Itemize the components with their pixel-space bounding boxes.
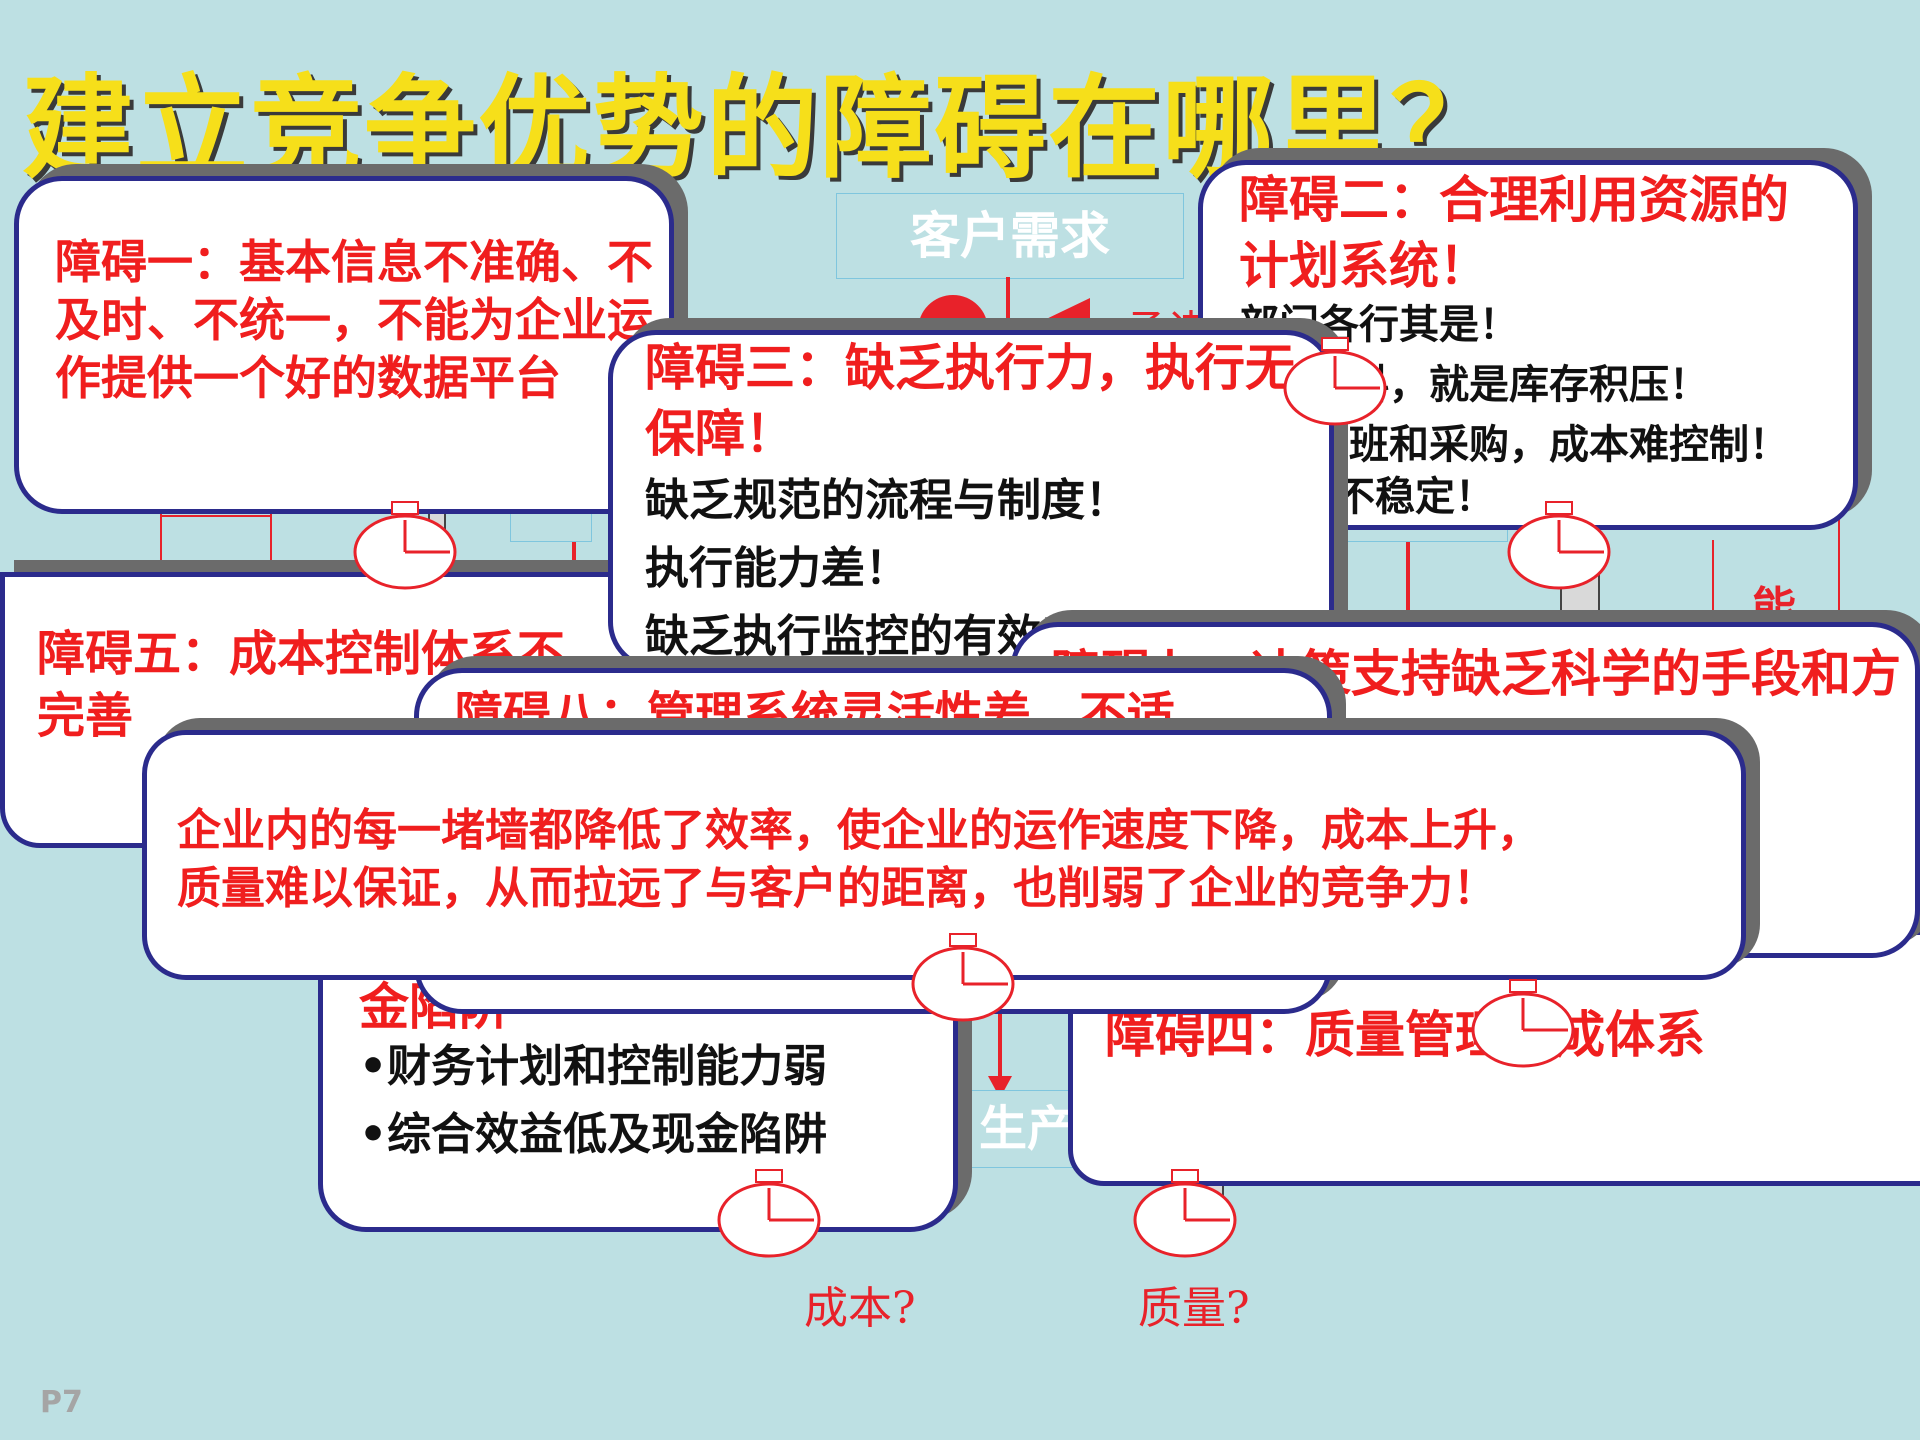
flow-line bbox=[160, 510, 162, 570]
obstacle-2-line-4: 不稳定！ bbox=[1335, 474, 1495, 520]
customer-demand-label: 客户需求 bbox=[910, 207, 1110, 265]
page-number: P7 bbox=[40, 1385, 83, 1420]
production-label: 生产 bbox=[978, 1101, 1075, 1157]
obstacle-2-line-3: 加班和采购，成本难控制！ bbox=[1309, 422, 1789, 468]
obstacle-6-line-2: •综合效益低及现金陷阱 bbox=[359, 1109, 828, 1160]
summary-line-2: 质量难以保证，从而拉远了与客户的距离，也削弱了企业的竞争力！ bbox=[177, 863, 1497, 914]
obstacle-1-card: 障碍一：基本信息不准确、不及时、不统一，不能为企业运作提供一个好的数据平台 bbox=[14, 176, 674, 514]
flow-line bbox=[1838, 510, 1840, 620]
obstacle-3-card: 障碍三：缺乏执行力，执行无保障！ 缺乏规范的流程与制度！ 执行能力差！ 缺乏执行… bbox=[608, 330, 1334, 670]
stopwatch-icon bbox=[1133, 1169, 1237, 1258]
stopwatch-icon bbox=[1283, 337, 1387, 426]
flow-line bbox=[998, 1010, 1002, 1080]
obstacle-3-heading: 障碍三：缺乏执行力，执行无保障！ bbox=[645, 339, 1295, 463]
obstacle-2-heading: 障碍二：合理利用资源的计划系统！ bbox=[1239, 171, 1789, 295]
obstacle-6-line-1: •财务计划和控制能力弱 bbox=[359, 1041, 828, 1092]
flow-line bbox=[1712, 540, 1714, 620]
summary-card: 企业内的每一堵墙都降低了效率，使企业的运作速度下降，成本上升， 质量难以保证，从… bbox=[142, 730, 1746, 980]
stopwatch-icon bbox=[1507, 501, 1611, 590]
stopwatch-icon bbox=[911, 933, 1015, 1022]
stopwatch-icon bbox=[353, 501, 457, 590]
flow-line bbox=[1406, 540, 1410, 610]
stopwatch-icon bbox=[717, 1169, 821, 1258]
obstacle-1-heading: 障碍一：基本信息不准确、不及时、不统一，不能为企业运作提供一个好的数据平台 bbox=[55, 235, 653, 405]
flow-line bbox=[270, 510, 272, 570]
pie-marker bbox=[918, 295, 988, 335]
obstacle-3-line-2: 执行能力差！ bbox=[645, 543, 909, 594]
obstacle-3-line-1: 缺乏规范的流程与制度！ bbox=[645, 475, 1129, 526]
flow-line bbox=[160, 515, 272, 517]
quality-label: 质量? bbox=[1138, 1283, 1250, 1334]
customer-demand-box: 客户需求 bbox=[836, 193, 1184, 279]
cost-label: 成本? bbox=[804, 1283, 916, 1334]
background-box bbox=[510, 510, 592, 542]
obstacle-4-heading: 障碍四：质量管理不成体系 bbox=[1105, 1006, 1705, 1064]
flow-line bbox=[1006, 277, 1010, 337]
flow-line bbox=[572, 535, 576, 585]
obstacle-2-card: 障碍二：合理利用资源的计划系统！ 部门各行其是！ 缺料，就是库存积压！ 加班和采… bbox=[1198, 160, 1858, 530]
summary-line-1: 企业内的每一堵墙都降低了效率，使企业的运作速度下降，成本上升， bbox=[177, 805, 1541, 856]
stopwatch-icon bbox=[1471, 979, 1575, 1068]
